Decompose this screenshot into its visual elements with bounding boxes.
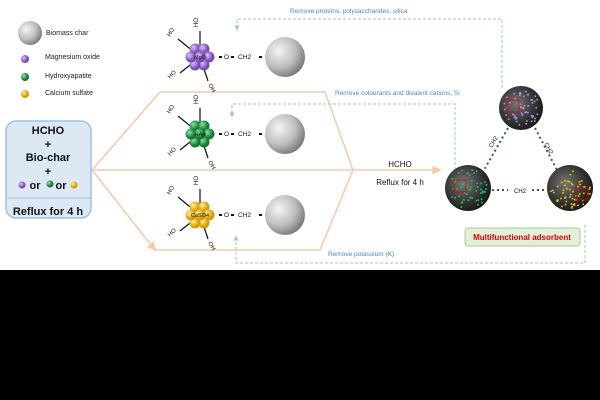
- biomass-char-sphere: [265, 114, 305, 154]
- magnesium-oxide-icon: [21, 55, 29, 63]
- biomass-char-sphere: [265, 37, 305, 77]
- flow-lines: [91, 91, 442, 250]
- hydroxyl-label: HO: [194, 95, 200, 104]
- bio-char-label: Bio-char: [26, 152, 71, 164]
- reaction-condition: Reflux for 4 h: [376, 178, 424, 187]
- hydroxyl-label: HO: [167, 147, 178, 158]
- functionalized-char-sphere: [547, 165, 593, 211]
- oxygen-label: O: [224, 212, 229, 219]
- legend-magnesium-oxide: Magnesium oxide: [45, 54, 100, 61]
- cluster-label: HAp: [195, 132, 206, 138]
- functionalized-char-sphere: [499, 86, 543, 130]
- legend-calcium-sulfate: Calcium sulfate: [45, 90, 93, 97]
- cluster-label: CaSO4: [191, 213, 209, 219]
- calcium-sulfate-icon: [21, 90, 29, 98]
- plus-sign: +: [45, 166, 51, 178]
- plus-sign: +: [45, 139, 51, 151]
- reflux-label: Reflux for 4 h: [13, 206, 84, 218]
- blank-area: [0, 270, 600, 400]
- highlight-box: [575, 187, 589, 201]
- particle-cluster-icon: [185, 201, 215, 229]
- reactants-box: HCHO + Bio-char + or or Reflux for 4 h: [5, 120, 92, 219]
- hydroxyl-label: HO: [194, 18, 200, 27]
- biomass-char-icon: [18, 21, 42, 45]
- ch2-label: CH2: [238, 212, 251, 219]
- hydroxyl-label: HO: [194, 176, 200, 185]
- removal-middle-label: Remove colourants and divalent cations, …: [335, 90, 460, 97]
- legend-hydroxyapatite: Hydroxyapatite: [45, 73, 92, 80]
- hydroxyl-label: OH: [206, 160, 216, 171]
- ch2-link-label: CH2: [514, 189, 527, 195]
- ch2-link-label: CH2: [542, 142, 554, 156]
- or-label: or: [56, 180, 68, 192]
- removal-top-label: Remove proteins, polysaccharides, silica: [290, 8, 408, 15]
- removal-bottom-label: Remove potassium (K): [328, 251, 394, 258]
- hydroxyl-label: OH: [206, 83, 216, 94]
- ch2-label: CH2: [238, 54, 251, 61]
- product-network: CH2 CH2 CH2: [445, 86, 593, 211]
- functionalized-char-sphere: [445, 165, 491, 211]
- magnesium-oxide-icon: [18, 181, 26, 189]
- highlight-box: [506, 99, 520, 113]
- oxygen-label: O: [224, 131, 229, 138]
- legend: Biomass char Magnesium oxide Hydroxyapat…: [18, 21, 100, 98]
- hydroxyapatite-icon: [46, 180, 54, 188]
- particle-cluster-icon: [185, 120, 215, 148]
- calcium-sulfate-icon: [70, 181, 78, 189]
- removal-paths: [229, 18, 586, 264]
- cluster-row: MgO HO HO HO OH O CH2: [167, 18, 305, 94]
- product-label: Multifunctional adsorbent: [473, 233, 571, 242]
- hydroxyl-label: HO: [167, 104, 177, 115]
- particle-cluster-icon: [185, 43, 215, 71]
- hydroxyapatite-icon: [21, 73, 29, 81]
- oxygen-label: O: [224, 54, 229, 61]
- hydroxyl-label: HO: [167, 27, 177, 38]
- reaction-reagent: HCHO: [388, 160, 412, 169]
- ch2-link-label: CH2: [489, 135, 501, 149]
- highlight-box: [453, 179, 467, 193]
- legend-biomass-char: Biomass char: [46, 30, 89, 37]
- or-label: or: [30, 180, 42, 192]
- hydroxyl-label: HO: [167, 185, 177, 196]
- hcho-label: HCHO: [32, 125, 65, 137]
- hydroxyl-label: HO: [167, 228, 178, 239]
- ch2-label: CH2: [238, 131, 251, 138]
- hydroxyl-label: OH: [206, 241, 216, 252]
- hydroxyl-label: HO: [167, 70, 178, 81]
- cluster-label: MgO: [194, 55, 207, 61]
- product-label-box: [464, 227, 581, 247]
- biomass-char-sphere: [265, 195, 305, 235]
